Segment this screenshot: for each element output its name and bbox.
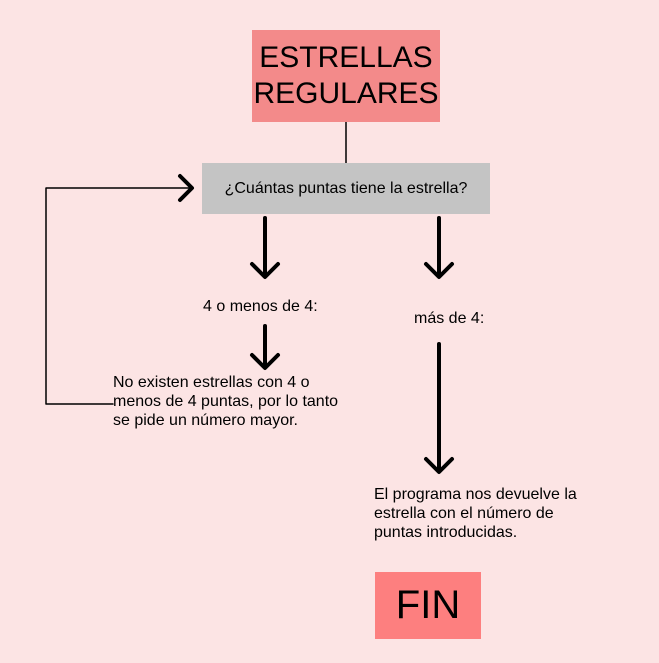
title-box: ESTRELLAS REGULARES <box>252 30 440 122</box>
title-text: ESTRELLAS REGULARES <box>253 41 439 110</box>
right-branch-condition: más de 4: <box>414 310 485 327</box>
end-text: FIN <box>395 583 461 627</box>
left-branch-result: No existen estrellas con 4 o menos de 4 … <box>113 374 339 429</box>
left-branch-condition: 4 o menos de 4: <box>203 298 318 315</box>
loop-back-line <box>45 187 191 405</box>
question-text: ¿Cuántas puntas tiene la estrella? <box>224 179 468 197</box>
loop-back-arrowhead <box>178 174 194 202</box>
end-box: FIN <box>375 572 481 639</box>
right-branch-result: El programa nos devuelve la estrella con… <box>374 486 577 541</box>
question-box: ¿Cuántas puntas tiene la estrella? <box>202 163 490 214</box>
